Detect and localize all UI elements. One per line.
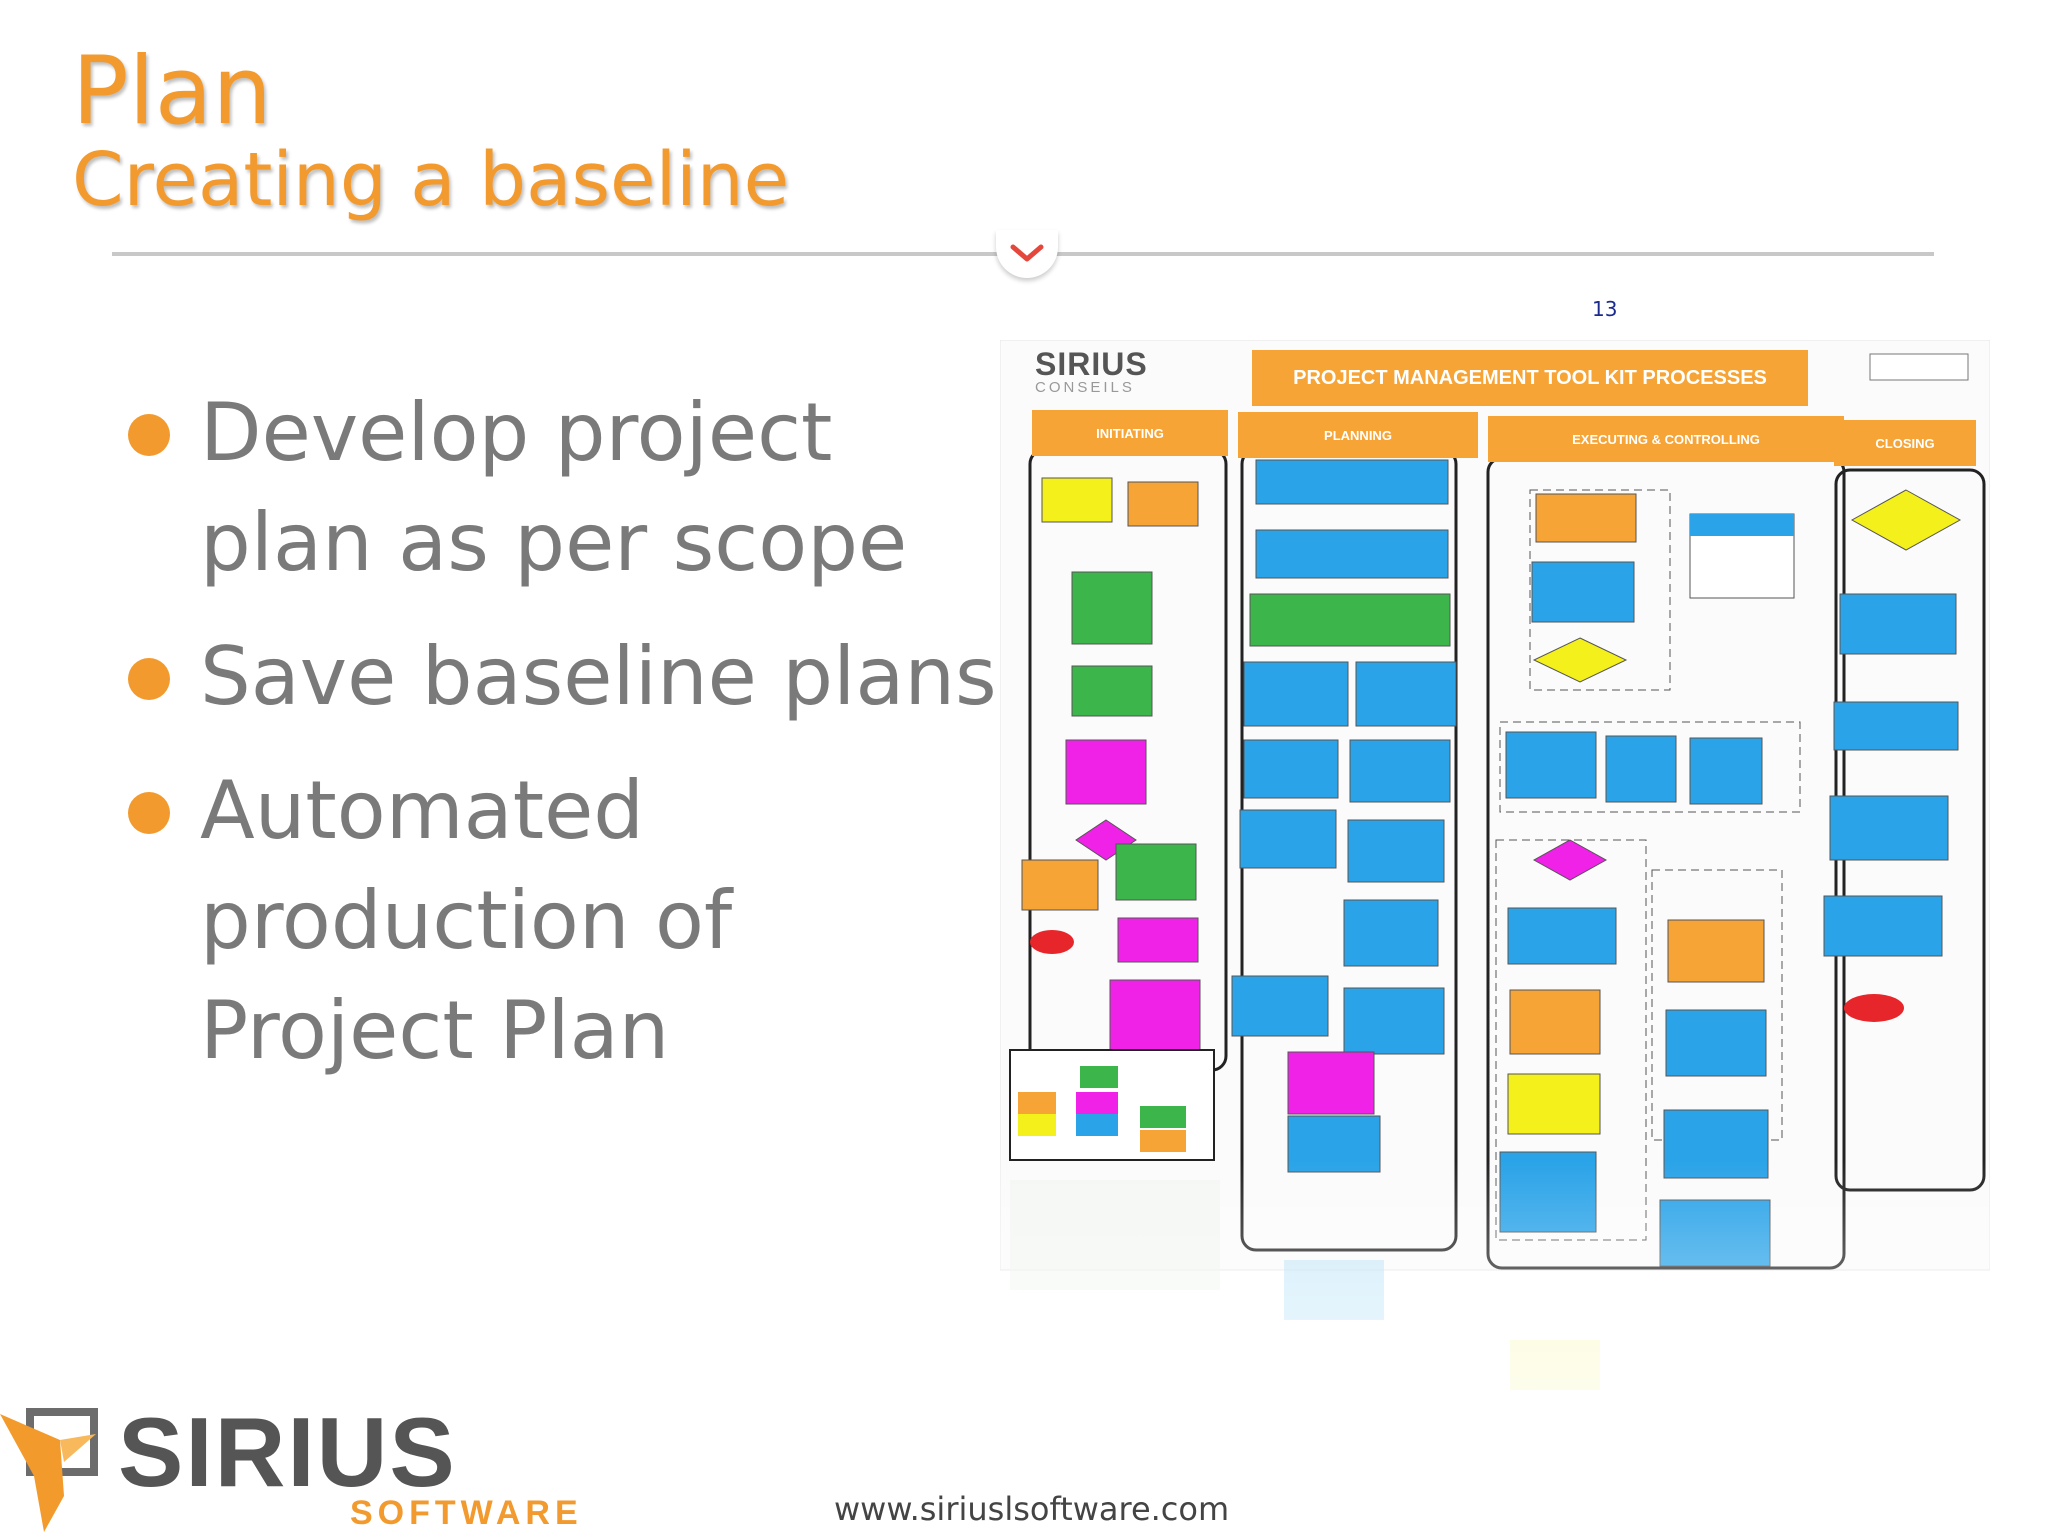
diagram-logo-name: SIRIUS (1035, 346, 1148, 382)
phase-header: INITIATING (1032, 410, 1228, 456)
bullet-item: Automated production of Project Plan (128, 756, 1018, 1086)
slide-subtitle: Creating a baseline (72, 137, 790, 223)
process-diagram-image (999, 339, 1991, 1536)
chevron-down-icon (996, 230, 1058, 278)
diagram-title: PROJECT MANAGEMENT TOOL KIT PROCESSES (1252, 350, 1808, 406)
footer-logo-sub: SOFTWARE (350, 1494, 583, 1532)
bullet-dot-icon (128, 414, 170, 456)
sirius-star-icon (0, 1408, 98, 1532)
footer-url: www.siriuslsoftware.com (834, 1490, 1230, 1528)
sirius-software-logo (0, 1406, 640, 1536)
bullet-text: Develop project plan as per scope (200, 386, 908, 589)
process-diagram-graphic (999, 339, 1991, 1536)
diagram-logo: SIRIUS CONSEILS (1035, 346, 1148, 396)
bullet-dot-icon (128, 658, 170, 700)
phase-header: CLOSING (1834, 420, 1976, 466)
bullet-item: Save baseline plans (128, 622, 1018, 732)
bullet-item: Develop project plan as per scope (128, 378, 1018, 598)
bullet-text: Save baseline plans (200, 630, 997, 723)
slide-number: 13 (1592, 297, 1618, 321)
bullet-list: Develop project plan as per scope Save b… (128, 378, 1018, 1110)
phase-header: PLANNING (1238, 412, 1478, 458)
phase-header: EXECUTING & CONTROLLING (1488, 416, 1844, 462)
footer-logo-name: SIRIUS (118, 1397, 457, 1507)
diagram-logo-sub: CONSEILS (1035, 379, 1135, 396)
bullet-dot-icon (128, 792, 170, 834)
slide-title: Plan (72, 37, 272, 146)
bullet-text: Automated production of Project Plan (200, 764, 733, 1077)
